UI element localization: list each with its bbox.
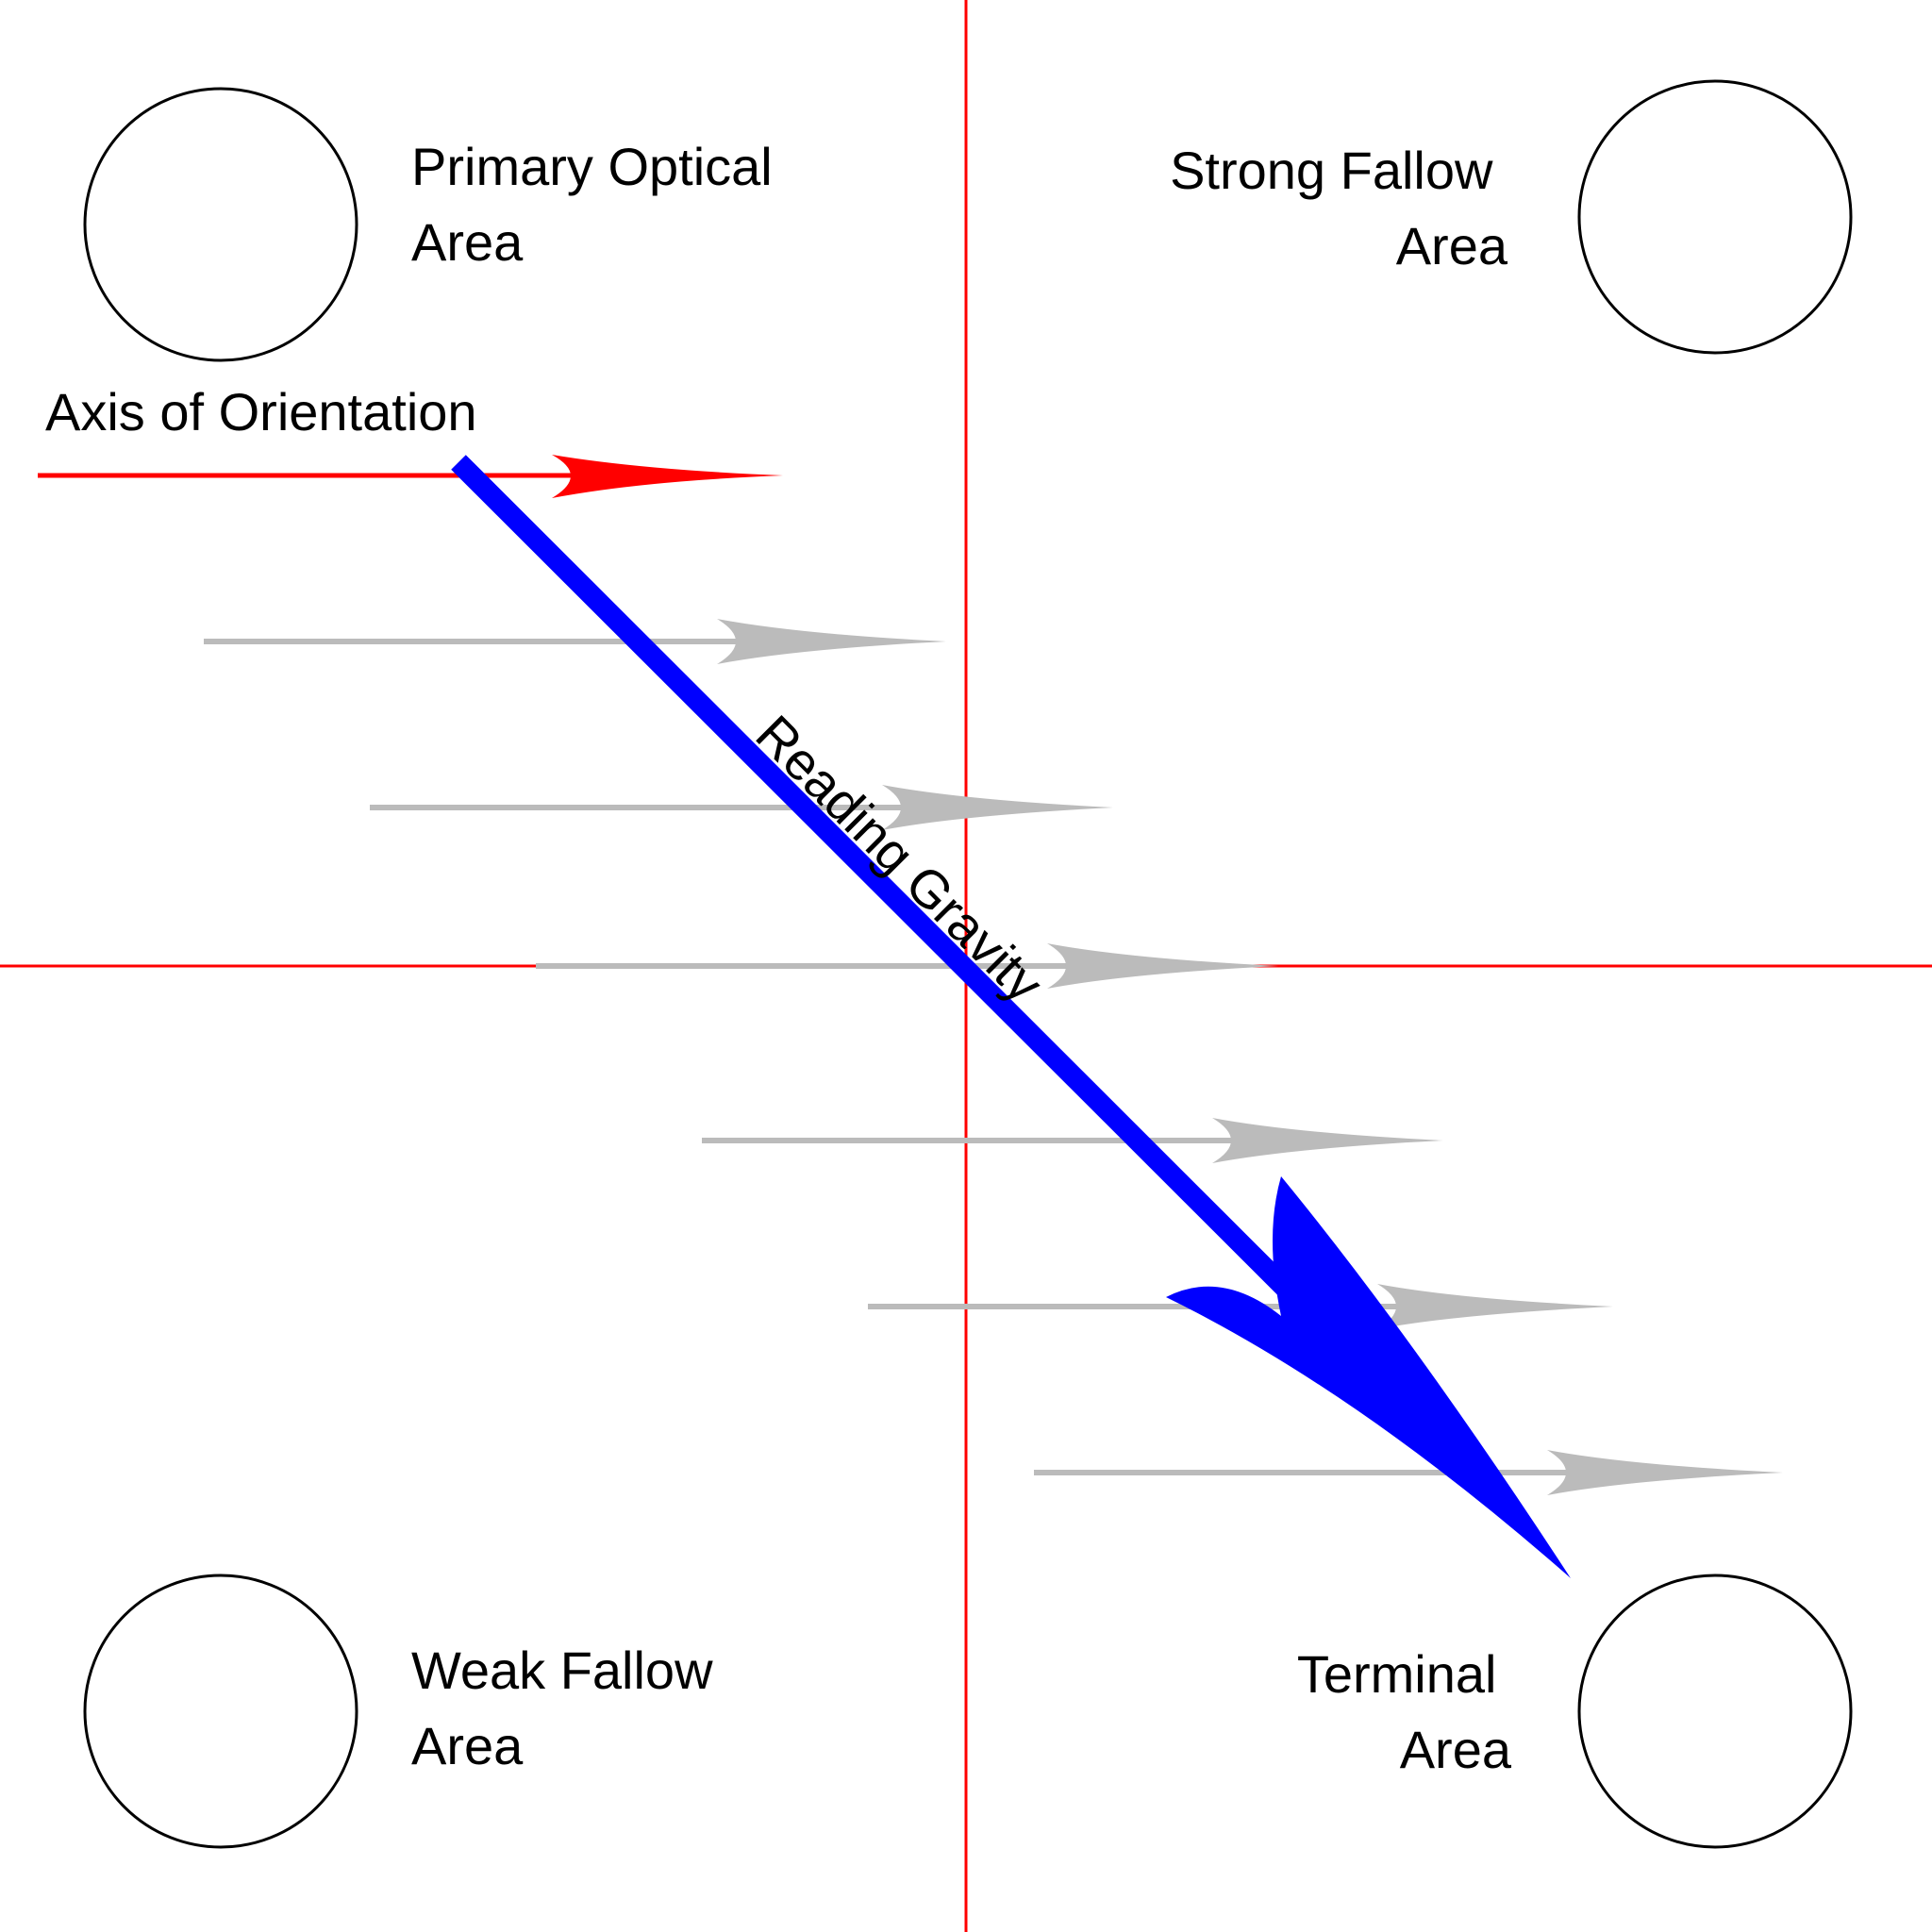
terminal-area-circle [1577,1574,1853,1849]
scan-lines [204,619,1783,1495]
primary-optical-area-circle [83,87,358,362]
primary-optical-area-label-line2: Area [411,212,524,272]
weak-fallow-area-label-line1: Weak Fallow [411,1641,713,1700]
terminal-area-label-line1: Terminal [1297,1644,1497,1704]
weak-fallow-area-label: Weak Fallow Area [411,1641,727,1775]
primary-optical-area-label: Primary Optical Area [411,137,787,272]
primary-optical-area-label-line1: Primary Optical [411,137,773,196]
scan-line [702,1118,1443,1163]
strong-fallow-area-label-line2: Area [1396,216,1508,275]
scan-line [536,943,1278,989]
strong-fallow-area-label-line1: Strong Fallow [1170,141,1493,200]
scan-line [370,785,1113,830]
weak-fallow-area-label-line2: Area [411,1716,524,1775]
scan-line [204,619,946,664]
axis-of-orientation-arrow [38,455,783,498]
reading-gravity-arrow [451,455,1571,1578]
scan-line [1034,1450,1783,1495]
axis-of-orientation-label: Axis of Orientation [45,382,477,441]
weak-fallow-area-circle [83,1574,358,1849]
strong-fallow-area-label: Strong Fallow Area [1170,141,1508,275]
strong-fallow-area-circle [1577,79,1853,355]
terminal-area-label: Terminal Area [1297,1644,1512,1779]
terminal-area-label-line2: Area [1400,1720,1512,1779]
